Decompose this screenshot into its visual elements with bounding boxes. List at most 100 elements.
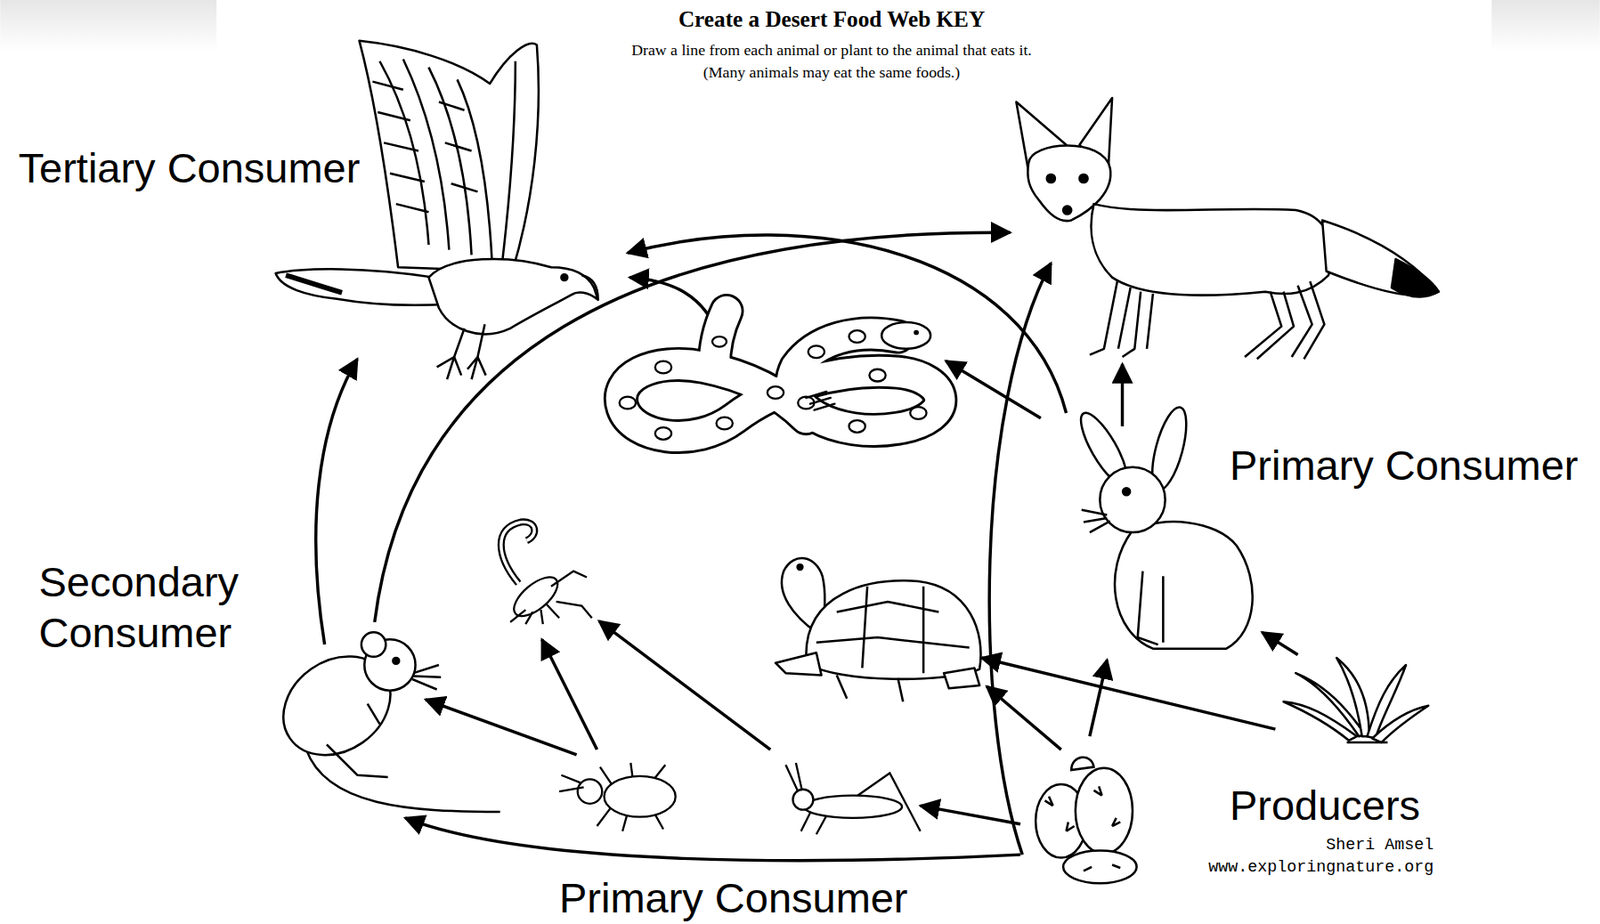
- rabbit-part: [1081, 510, 1111, 533]
- food-arrows-part: [945, 361, 1041, 419]
- fox-part: [1091, 203, 1333, 296]
- kangaroo-rat-part: [361, 632, 386, 657]
- food-arrows-part: [1120, 364, 1124, 427]
- scorpion-part: [501, 521, 535, 584]
- desert-plant-part: [1372, 706, 1429, 743]
- food-arrows-part: [1262, 632, 1299, 655]
- snake: [619, 310, 941, 439]
- fox-part: [1244, 281, 1324, 359]
- snake-part-part: [848, 420, 865, 433]
- hawk-part: [437, 357, 487, 380]
- hawk-part: [276, 268, 452, 305]
- snake-part: [881, 322, 931, 350]
- snake-part: [805, 391, 835, 411]
- snake-part-part: [808, 345, 825, 358]
- instruction-note: (Many animals may eat the same foods.): [423, 63, 1241, 82]
- hawk-part: [428, 259, 598, 334]
- grasshopper-part: [801, 772, 921, 835]
- snake-part-part: [869, 369, 886, 382]
- beetle-part: [559, 775, 584, 792]
- rabbit: [1072, 404, 1253, 650]
- snake-part-part: [655, 427, 672, 440]
- kangaroo-rat-part: [306, 749, 501, 813]
- prickly-pear-cactus: [1035, 757, 1137, 884]
- tortoise-part: [805, 580, 981, 679]
- food-arrows: [316, 232, 1299, 861]
- website-credit: www.exploringnature.org: [1208, 858, 1434, 878]
- hawk-part: [285, 275, 342, 293]
- fox-part: [1391, 259, 1439, 297]
- trophic-level-label: Primary Consumer: [559, 874, 908, 923]
- hawk-part: [372, 81, 478, 213]
- desert-plant: [1283, 657, 1430, 743]
- kangaroo-rat-part: [326, 704, 389, 778]
- beetle: [559, 763, 676, 832]
- instruction-text: Draw a line from each animal or plant to…: [423, 40, 1241, 59]
- grasshopper: [785, 763, 920, 835]
- food-arrows-part: [986, 686, 1062, 750]
- food-arrows-part: [316, 358, 358, 645]
- slide-background-part: [1491, 0, 1600, 51]
- snake-part-part: [767, 386, 784, 399]
- fox-part: [1079, 174, 1088, 183]
- snake-part-part: [909, 406, 926, 420]
- desert-plant-part: [1283, 701, 1357, 741]
- tortoise-part: [816, 586, 970, 674]
- kangaroo-rat-part: [392, 657, 399, 665]
- food-arrows-part: [374, 232, 1011, 623]
- trophic-level-label: Tertiary Consumer: [18, 144, 361, 193]
- fox: [1015, 97, 1438, 359]
- prickly-pear-cactus-part: [1075, 768, 1133, 854]
- snake-part: [913, 330, 919, 336]
- food-arrows-part: [542, 639, 598, 750]
- author-credit: Sheri Amsel: [1325, 836, 1434, 855]
- grasshopper-part: [785, 763, 802, 792]
- kangaroo-rat: [264, 632, 501, 813]
- beetle-part: [604, 776, 676, 818]
- hawk-part: [359, 40, 539, 272]
- tortoise-part: [797, 564, 804, 570]
- trophic-level-label: Producers: [1229, 781, 1421, 830]
- fox-part: [1047, 174, 1056, 183]
- food-arrows-part: [405, 818, 1021, 861]
- food-arrows-part: [425, 699, 577, 756]
- scorpion-part: [551, 571, 593, 619]
- food-arrows-part: [599, 621, 771, 750]
- slide-background-part: [0, 0, 217, 51]
- snake-part-part: [848, 330, 865, 343]
- scorpion: [501, 521, 593, 625]
- grasshopper-part: [792, 789, 813, 811]
- snake-part: [620, 310, 940, 437]
- hawk-part: [560, 274, 568, 281]
- snake-part-part: [712, 336, 727, 347]
- rabbit-part: [1137, 571, 1164, 645]
- prickly-pear-cactus-part: [1071, 757, 1094, 771]
- desert-plant-part: [1336, 657, 1370, 737]
- snake-part: [619, 330, 927, 440]
- snake-part-part: [655, 361, 672, 374]
- fox-part: [1089, 281, 1154, 358]
- scorpion-part: [510, 603, 560, 625]
- tortoise-part: [775, 652, 980, 702]
- diagram-title: Create a Desert Food Web KEY: [423, 6, 1241, 33]
- fox-part: [1063, 205, 1072, 214]
- grasshopper-part: [804, 795, 902, 819]
- snake-part-part: [619, 397, 636, 410]
- desert-plant-part: [1347, 741, 1389, 745]
- snake-part-part: [716, 417, 733, 431]
- hawk: [276, 40, 599, 380]
- prickly-pear-cactus-part: [1063, 851, 1137, 885]
- prickly-pear-cactus-part: [1044, 786, 1121, 871]
- kangaroo-rat-part: [412, 665, 441, 690]
- rabbit-part: [1122, 487, 1130, 496]
- trophic-level-label: Secondary Consumer: [39, 556, 269, 659]
- trophic-level-label: Primary Consumer: [1229, 441, 1578, 490]
- scorpion-part: [501, 521, 535, 584]
- food-arrows-part: [989, 263, 1051, 856]
- rabbit-part: [1114, 521, 1253, 650]
- food-arrows-part: [920, 805, 1021, 825]
- hawk-part: [454, 324, 485, 358]
- tortoise: [775, 558, 982, 702]
- hawk-part: [581, 275, 598, 300]
- snake-part: [620, 310, 940, 437]
